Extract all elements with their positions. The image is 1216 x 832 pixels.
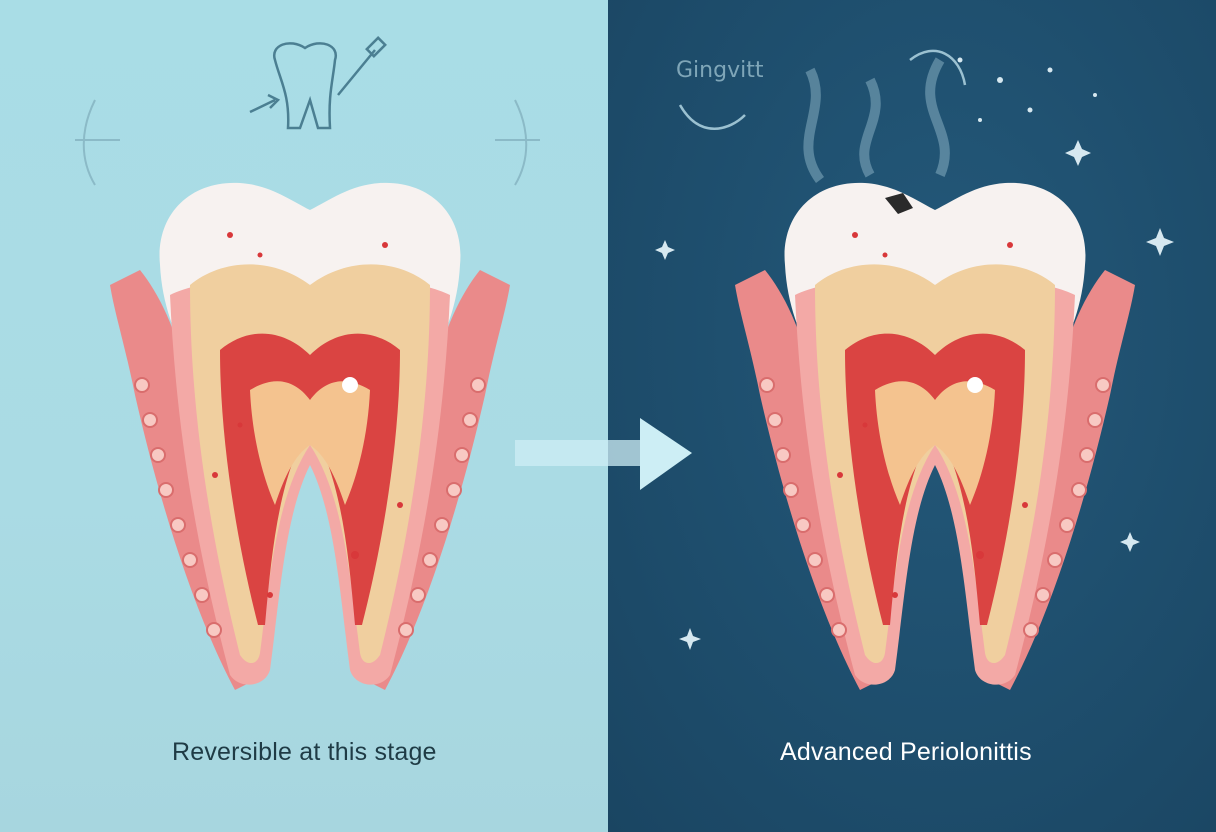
advanced-tooth-cross-section: [733, 181, 1137, 692]
gingivitis-label: Gingvitt: [676, 58, 764, 83]
tooth-sketch-icon: [249, 42, 337, 130]
right-caption: Advanced Periolonittis: [780, 738, 1032, 766]
smoke-icon: [803, 57, 950, 183]
toothbrush-sketch-icon: [337, 36, 387, 96]
curved-arrow-icon: [678, 49, 967, 130]
decay-spot: [885, 193, 913, 214]
bracket-icon: [75, 99, 540, 186]
healthy-tooth-cross-section: [108, 181, 512, 692]
left-caption: Reversible at this stage: [172, 738, 437, 766]
arrow-right-icon: [515, 418, 692, 490]
sparkle-icon: [655, 57, 1174, 650]
